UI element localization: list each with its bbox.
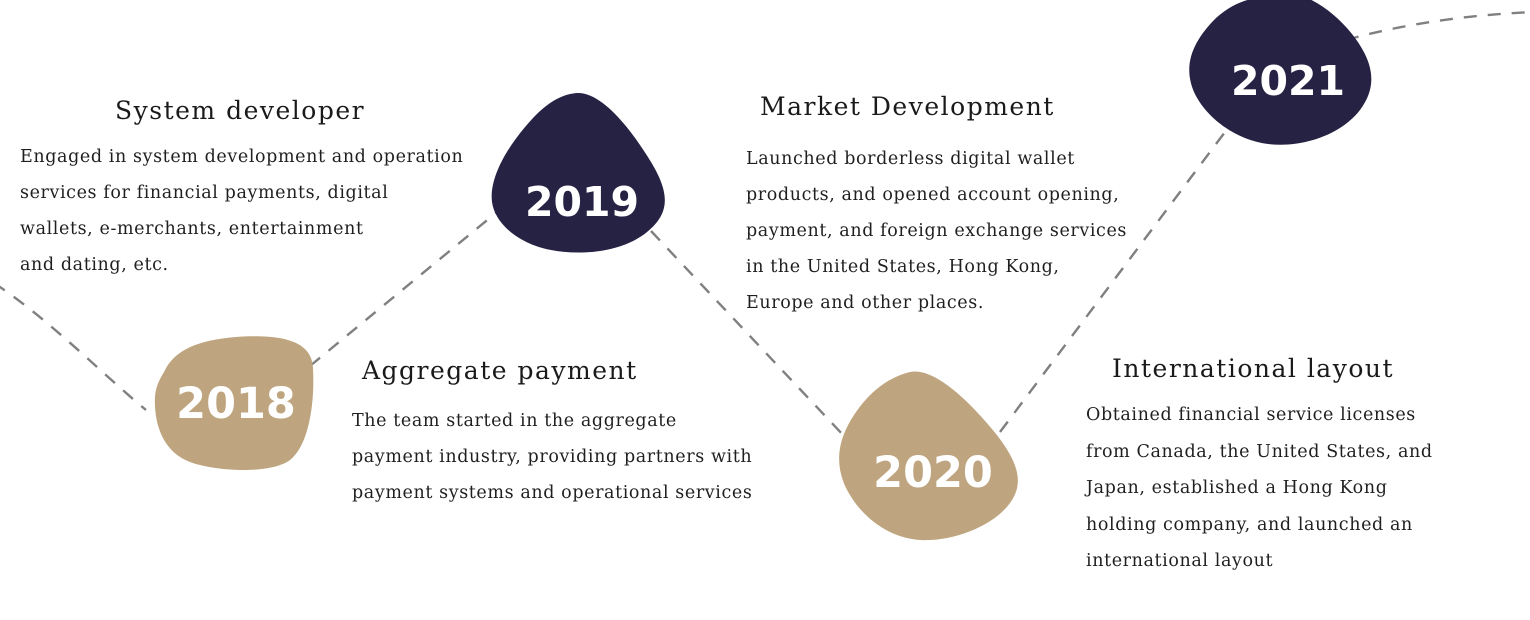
- blob-shape-2021: [1189, 0, 1372, 145]
- milestone-blob-2021[interactable]: 2021: [1188, 0, 1376, 145]
- body-line: in the United States, Hong Kong,: [746, 257, 1060, 277]
- body-line: services for financial payments, digital: [20, 183, 389, 203]
- milestone-blob-2018[interactable]: 2018: [140, 334, 316, 471]
- body-line: from Canada, the United States, and: [1086, 441, 1433, 462]
- body-line: The team started in the aggregate: [352, 411, 677, 431]
- blob-shape-2020: [839, 371, 1018, 541]
- body-line: and dating, etc.: [20, 255, 169, 275]
- body-line: Launched borderless digital wallet: [746, 149, 1075, 169]
- block-body-market-development: Launched borderless digital wallet produ…: [746, 141, 1127, 321]
- block-body-system-developer: Engaged in system development and operat…: [20, 139, 463, 283]
- body-line: Japan, established a Hong Kong: [1086, 478, 1388, 498]
- body-line: Obtained financial service licenses: [1086, 405, 1416, 425]
- block-body-aggregate-payment: The team started in the aggregate paymen…: [352, 403, 752, 511]
- block-title-market-development: Market Development: [760, 92, 1055, 121]
- connector-start-to-2018: [0, 285, 147, 411]
- block-body-international-layout: Obtained financial service licenses from…: [1086, 397, 1433, 580]
- body-line: Engaged in system development and operat…: [20, 147, 464, 167]
- body-line: payment industry, providing partners wit…: [352, 447, 753, 467]
- block-title-international-layout: International layout: [1112, 354, 1395, 383]
- text-block-aggregate-payment: Aggregate payment The team started in th…: [352, 356, 752, 511]
- body-line: international layout: [1086, 551, 1274, 571]
- milestone-blob-2019[interactable]: 2019: [489, 90, 671, 254]
- body-line: products, and opened account opening,: [746, 185, 1120, 205]
- body-line: Europe and other places.: [746, 293, 984, 313]
- text-block-international-layout: International layout Obtained financial …: [1086, 354, 1433, 580]
- blob-shape-2018: [154, 336, 314, 471]
- milestone-blob-2020[interactable]: 2020: [834, 368, 1024, 542]
- block-title-system-developer: System developer: [115, 96, 366, 125]
- text-block-market-development: Market Development Launched borderless d…: [746, 92, 1127, 321]
- text-block-system-developer: System developer Engaged in system devel…: [20, 96, 463, 283]
- block-title-aggregate-payment: Aggregate payment: [362, 356, 638, 385]
- body-line: wallets, e-merchants, entertainment: [20, 219, 364, 239]
- body-line: payment systems and operational services: [352, 483, 753, 503]
- blob-shape-2019: [491, 92, 665, 253]
- body-line: holding company, and launched an: [1086, 514, 1413, 535]
- body-line: payment, and foreign exchange services: [746, 221, 1127, 241]
